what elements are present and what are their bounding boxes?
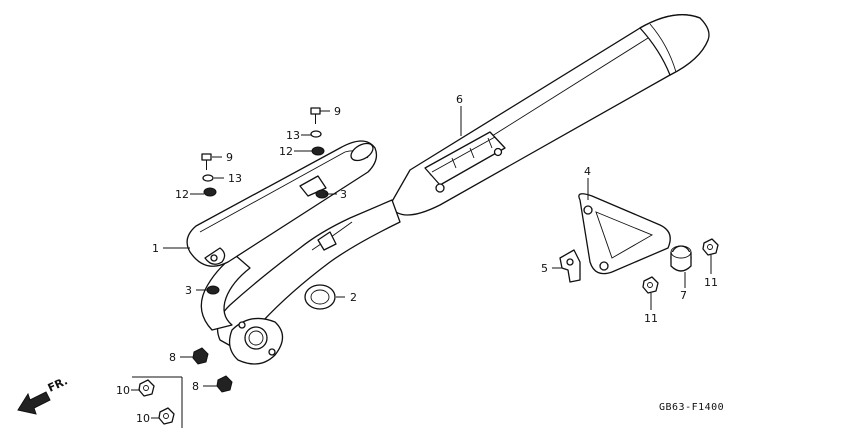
bolt-9-left: [201, 153, 212, 161]
fasteners: [138, 107, 719, 425]
heat-shield-part: [186, 140, 378, 267]
nut-11-right: [702, 238, 719, 256]
callout-10-upper: 10: [116, 384, 130, 397]
nut-10-upper: [138, 379, 155, 397]
muffler-part: [389, 14, 710, 216]
callout-13-left: 13: [228, 172, 242, 185]
callout-4: 4: [584, 165, 591, 178]
nut-3-left: [206, 285, 220, 295]
callout-8-upper: 8: [169, 351, 176, 364]
muffler-bracket-part: [578, 193, 671, 275]
washer-13-top: [310, 130, 322, 138]
exhaust-pipe-part: [200, 199, 401, 365]
callouts: 1 2 3 3 4 5 6 7 8 8 9 9 10 10 11 11 12 1…: [116, 93, 718, 425]
stay-part: [559, 249, 581, 283]
nut-10-lower: [158, 407, 175, 425]
front-arrow-icon: [17, 391, 51, 415]
callout-11-right: 11: [704, 276, 718, 289]
nut-11-left: [642, 276, 659, 294]
nut-8-upper: [192, 347, 209, 365]
callout-6: 6: [456, 93, 463, 106]
callout-1: 1: [152, 242, 159, 255]
rubber-part: [670, 245, 692, 272]
front-direction-indicator: FR.: [17, 374, 70, 415]
nut-12-top: [311, 146, 325, 156]
callout-12-left: 12: [175, 188, 189, 201]
front-label: FR.: [46, 374, 70, 394]
callout-8-lower: 8: [192, 380, 199, 393]
nut-8-lower: [216, 375, 233, 393]
callout-9-left: 9: [226, 151, 233, 164]
callout-10-lower: 10: [136, 412, 150, 425]
nut-12-left: [203, 187, 217, 197]
gasket-part: [304, 284, 336, 310]
callout-3-right: 3: [340, 188, 347, 201]
washer-13-left: [202, 174, 214, 182]
callout-7: 7: [680, 289, 687, 302]
separator-bracket: [132, 376, 183, 428]
diagram-code: GB63-F1400: [659, 402, 724, 413]
callout-5: 5: [541, 262, 548, 275]
callout-12-top: 12: [279, 145, 293, 158]
leader-lines: [131, 106, 712, 419]
callout-13-top: 13: [286, 129, 300, 142]
callout-9-top: 9: [334, 105, 341, 118]
callout-2: 2: [350, 291, 357, 304]
callout-3-left: 3: [185, 284, 192, 297]
callout-11-left: 11: [644, 312, 658, 325]
bolt-9-top: [310, 107, 321, 115]
